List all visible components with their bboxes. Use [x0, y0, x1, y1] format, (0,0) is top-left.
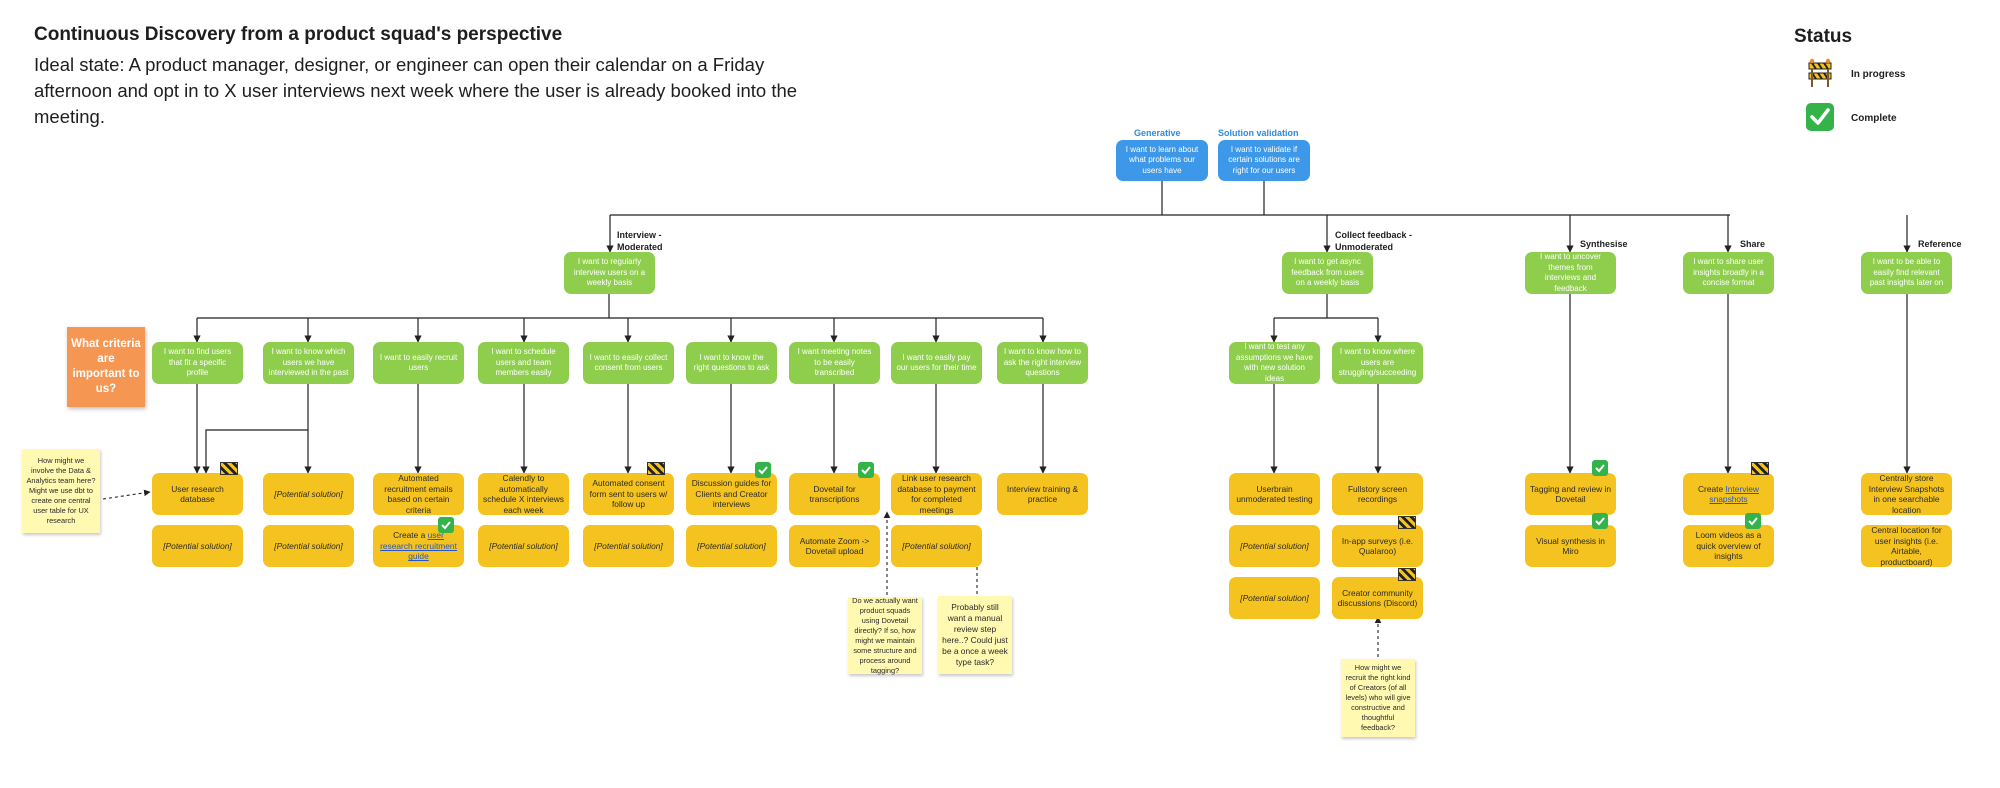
solution-link-payment: Link user research database to payment f…: [891, 473, 982, 515]
need-card-interview-questions: I want to know how to ask the right inte…: [997, 342, 1088, 384]
need-card-meeting-notes: I want meeting notes to be easily transc…: [789, 342, 880, 384]
complete-check-icon: [1592, 460, 1608, 476]
category-card-interview: I want to regularly interview users on a…: [564, 252, 655, 294]
solution-potential: [Potential solution]: [583, 525, 674, 567]
solution-inapp-surveys: In-app surveys (i.e. Qualaroo): [1332, 525, 1423, 567]
solution-validation-label: Solution validation: [1218, 128, 1299, 138]
category-card-synthesise: I want to uncover themes from interviews…: [1525, 252, 1616, 294]
complete-check-icon: [1745, 513, 1761, 529]
category-card-reference: I want to be able to easily find relevan…: [1861, 252, 1952, 294]
solution-fullstory: Fullstory screen recordings: [1332, 473, 1423, 515]
solution-automated-emails: Automated recruitment emails based on ce…: [373, 473, 464, 515]
recruit-creators-sticky: How might we recruit the right kind of C…: [1341, 659, 1415, 737]
check-mark-icon: [1806, 103, 1834, 131]
complete-check-icon: [858, 462, 874, 478]
category-label-collect-feedback: Collect feedback - Unmoderated: [1335, 230, 1413, 252]
solution-interview-training: Interview training & practice: [997, 473, 1088, 515]
snapshots-prefix: Create: [1698, 483, 1726, 494]
board-title: Continuous Discovery from a product squa…: [34, 24, 563, 45]
need-card-find-users: I want to find users that fit a specific…: [152, 342, 243, 384]
in-progress-roadblock-icon: [647, 462, 665, 475]
category-label-interview: Interview - Moderated: [617, 230, 663, 252]
solution-consent-form: Automated consent form sent to users w/ …: [583, 473, 674, 515]
category-label-share: Share: [1740, 239, 1766, 249]
category-label-synthesise: Synthesise: [1580, 239, 1628, 249]
solution-potential: [Potential solution]: [478, 525, 569, 567]
solution-zoom-upload: Automate Zoom -> Dovetail upload: [789, 525, 880, 567]
solution-potential: [Potential solution]: [263, 473, 354, 515]
in-progress-roadblock-icon: [1398, 568, 1416, 581]
solution-loom-videos: Loom videos as a quick overview of insig…: [1683, 525, 1774, 567]
legend-title: Status: [1794, 26, 1853, 47]
complete-check-icon: [438, 517, 454, 533]
solution-user-research-database: User research database: [152, 473, 243, 515]
complete-check-icon: [1592, 513, 1608, 529]
solution-dovetail-transcriptions: Dovetail for transcriptions: [789, 473, 880, 515]
need-card-right-questions: I want to know the right questions to as…: [686, 342, 777, 384]
need-card-recruit-users: I want to easily recruit users: [373, 342, 464, 384]
category-card-share: I want to share user insights broadly in…: [1683, 252, 1774, 294]
need-card-struggling-succeeding: I want to know where users are strugglin…: [1332, 342, 1423, 384]
solution-central-location: Central location for user insights (i.e.…: [1861, 525, 1952, 567]
manual-review-sticky: Probably still want a manual review step…: [938, 596, 1012, 674]
need-card-interviewed-users: I want to know which users we have inter…: [263, 342, 354, 384]
in-progress-roadblock-icon: [1751, 462, 1769, 475]
solution-interview-snapshots: Create Interview snapshots: [1683, 473, 1774, 515]
guide-prefix: Create a: [393, 530, 428, 541]
legend-in-progress-label: In progress: [1851, 69, 1906, 80]
solution-potential: [Potential solution]: [891, 525, 982, 567]
solution-potential: [Potential solution]: [686, 525, 777, 567]
roadblock-icon: [1808, 58, 1832, 87]
category-card-collect-feedback: I want to get async feedback from users …: [1282, 252, 1373, 294]
solution-potential: [Potential solution]: [1229, 525, 1320, 567]
solution-discussion-guides: Discussion guides for Clients and Creato…: [686, 473, 777, 515]
solution-validation-card: I want to validate if certain solutions …: [1218, 140, 1310, 181]
solution-recruitment-guide: Create a user research recruitment guide: [373, 525, 464, 567]
criteria-sticky: What criteria are important to us?: [67, 327, 145, 407]
solution-potential: [Potential solution]: [152, 525, 243, 567]
solution-potential: [Potential solution]: [263, 525, 354, 567]
need-card-schedule-users: I want to schedule users and team member…: [478, 342, 569, 384]
category-label-reference: Reference: [1918, 239, 1962, 249]
solution-visual-synthesis: Visual synthesis in Miro: [1525, 525, 1616, 567]
generative-card: I want to learn about what problems our …: [1116, 140, 1208, 181]
data-team-sticky: How might we involve the Data & Analytic…: [22, 449, 100, 533]
need-card-test-assumptions: I want to test any assumptions we have w…: [1229, 342, 1320, 384]
solution-calendly: Calendly to automatically schedule X int…: [478, 473, 569, 515]
in-progress-roadblock-icon: [220, 462, 238, 475]
legend-complete-label: Complete: [1851, 113, 1897, 124]
solution-tagging-dovetail: Tagging and review in Dovetail: [1525, 473, 1616, 515]
dovetail-squads-sticky: Do we actually want product squads using…: [848, 596, 922, 675]
complete-check-icon: [755, 462, 771, 478]
solution-userbrain: Userbrain unmoderated testing: [1229, 473, 1320, 515]
solution-centrally-store: Centrally store Interview Snapshots in o…: [1861, 473, 1952, 515]
generative-label: Generative: [1134, 128, 1181, 138]
board-subtitle: Ideal state: A product manager, designer…: [34, 54, 798, 127]
solution-potential: [Potential solution]: [1229, 577, 1320, 619]
in-progress-roadblock-icon: [1398, 516, 1416, 529]
need-card-pay-users: I want to easily pay our users for their…: [891, 342, 982, 384]
need-card-collect-consent: I want to easily collect consent from us…: [583, 342, 674, 384]
solution-creator-community: Creator community discussions (Discord): [1332, 577, 1423, 619]
snapshots-link[interactable]: Interview snapshots: [1709, 483, 1759, 505]
recruitment-guide-link[interactable]: user research recruitment guide: [380, 530, 457, 562]
